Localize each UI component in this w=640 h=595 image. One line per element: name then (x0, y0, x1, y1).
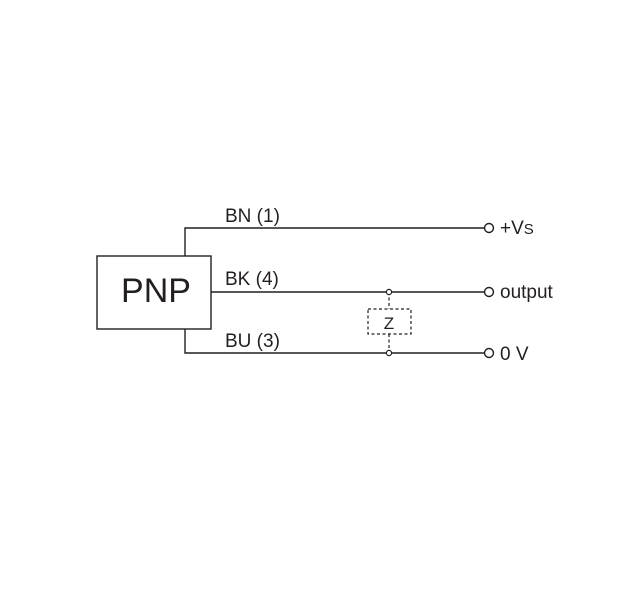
vs-terminal (483, 222, 495, 234)
vs-subscript: S (524, 221, 534, 238)
bu-label: BU (3) (225, 331, 280, 352)
bn-wire (184, 227, 484, 256)
bn-label: BN (1) (225, 206, 280, 227)
output-terminal (483, 286, 495, 298)
bu-wire (184, 329, 484, 354)
pnp-box (96, 255, 212, 330)
output-junction-node (385, 288, 393, 296)
bk-label: BK (4) (225, 269, 279, 290)
load-label: Z (384, 314, 394, 333)
output-terminal-label: output (500, 282, 554, 303)
zero-volt-junction-node (385, 349, 393, 357)
zero-volt-terminal (483, 347, 495, 359)
vs-terminal-label: +VS (500, 218, 534, 239)
pnp-label: PNP (121, 272, 191, 310)
zero-volt-terminal-label: 0 V (500, 344, 529, 365)
